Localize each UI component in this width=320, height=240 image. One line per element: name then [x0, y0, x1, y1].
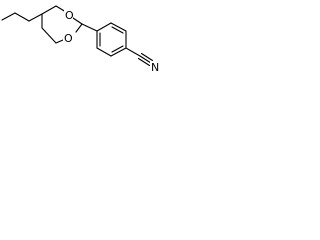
- ring-oxygen-1-label: O: [65, 9, 74, 22]
- bond-nitrile-triple-3: [137, 57, 151, 67]
- propyl-chain: [1, 12, 43, 22]
- bond-benzene-inner-2: [111, 45, 124, 53]
- ring-oxygen-2-background: [63, 32, 72, 43]
- benzene-ring: [96, 22, 127, 57]
- bond-ring-c2-o1: [75, 23, 83, 33]
- nitrile-group: [125, 47, 154, 67]
- bond-ring-o1-c6: [55, 39, 64, 44]
- bond-ring-c5-c4: [41, 5, 57, 15]
- dioxane-ring: [41, 5, 83, 44]
- ring-oxygen-1-background: [64, 9, 73, 20]
- bond-benzene-5: [96, 47, 112, 57]
- bond-benzene-1: [96, 22, 112, 32]
- atom-labels: O O N: [63, 9, 160, 74]
- nitrile-nitrogen-label: N: [151, 61, 159, 74]
- ring-oxygen-2-label: O: [64, 32, 73, 45]
- bond-ring-to-benzene: [81, 23, 98, 32]
- bond-nitrile-triple-1: [139, 55, 152, 64]
- bond-benzene-inner-1: [111, 26, 124, 34]
- chemical-structure-diagram: O O N: [1, 5, 160, 74]
- bond-propyl-c3-ring: [28, 13, 43, 22]
- bond-benzene-2: [110, 22, 127, 32]
- bond-ring-c6-c5: [41, 27, 57, 44]
- bond-ring-o3-c2: [72, 17, 83, 25]
- nitrile-nitrogen-background: [150, 61, 160, 72]
- bond-benzene-to-nitrile: [125, 47, 141, 57]
- bond-propyl-c2-c3: [14, 12, 30, 22]
- bond-propyl-c1-c2: [1, 12, 16, 21]
- bond-benzene-4: [110, 47, 127, 57]
- bond-nitrile-triple-2: [140, 52, 154, 62]
